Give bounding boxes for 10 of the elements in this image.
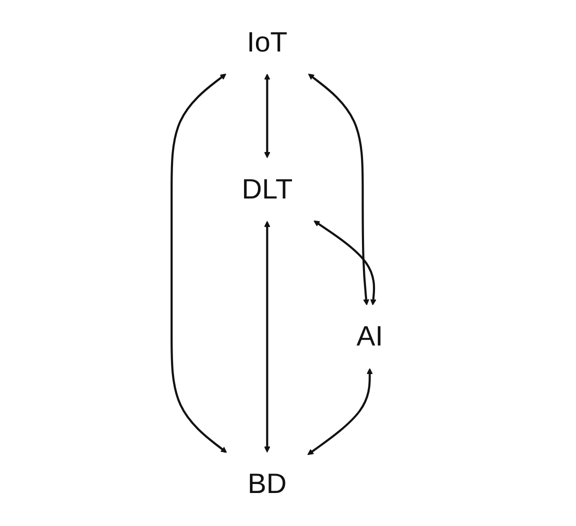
node-text: IoT bbox=[247, 26, 288, 58]
arrow bbox=[170, 74, 228, 453]
node-text: BD bbox=[248, 468, 287, 500]
arrow bbox=[308, 74, 370, 306]
arrow bbox=[314, 220, 377, 306]
arrow bbox=[264, 74, 270, 158]
arrow bbox=[308, 368, 373, 456]
node-text: AI bbox=[356, 321, 384, 352]
node-text: DLT bbox=[242, 174, 293, 205]
arrow bbox=[264, 220, 270, 453]
